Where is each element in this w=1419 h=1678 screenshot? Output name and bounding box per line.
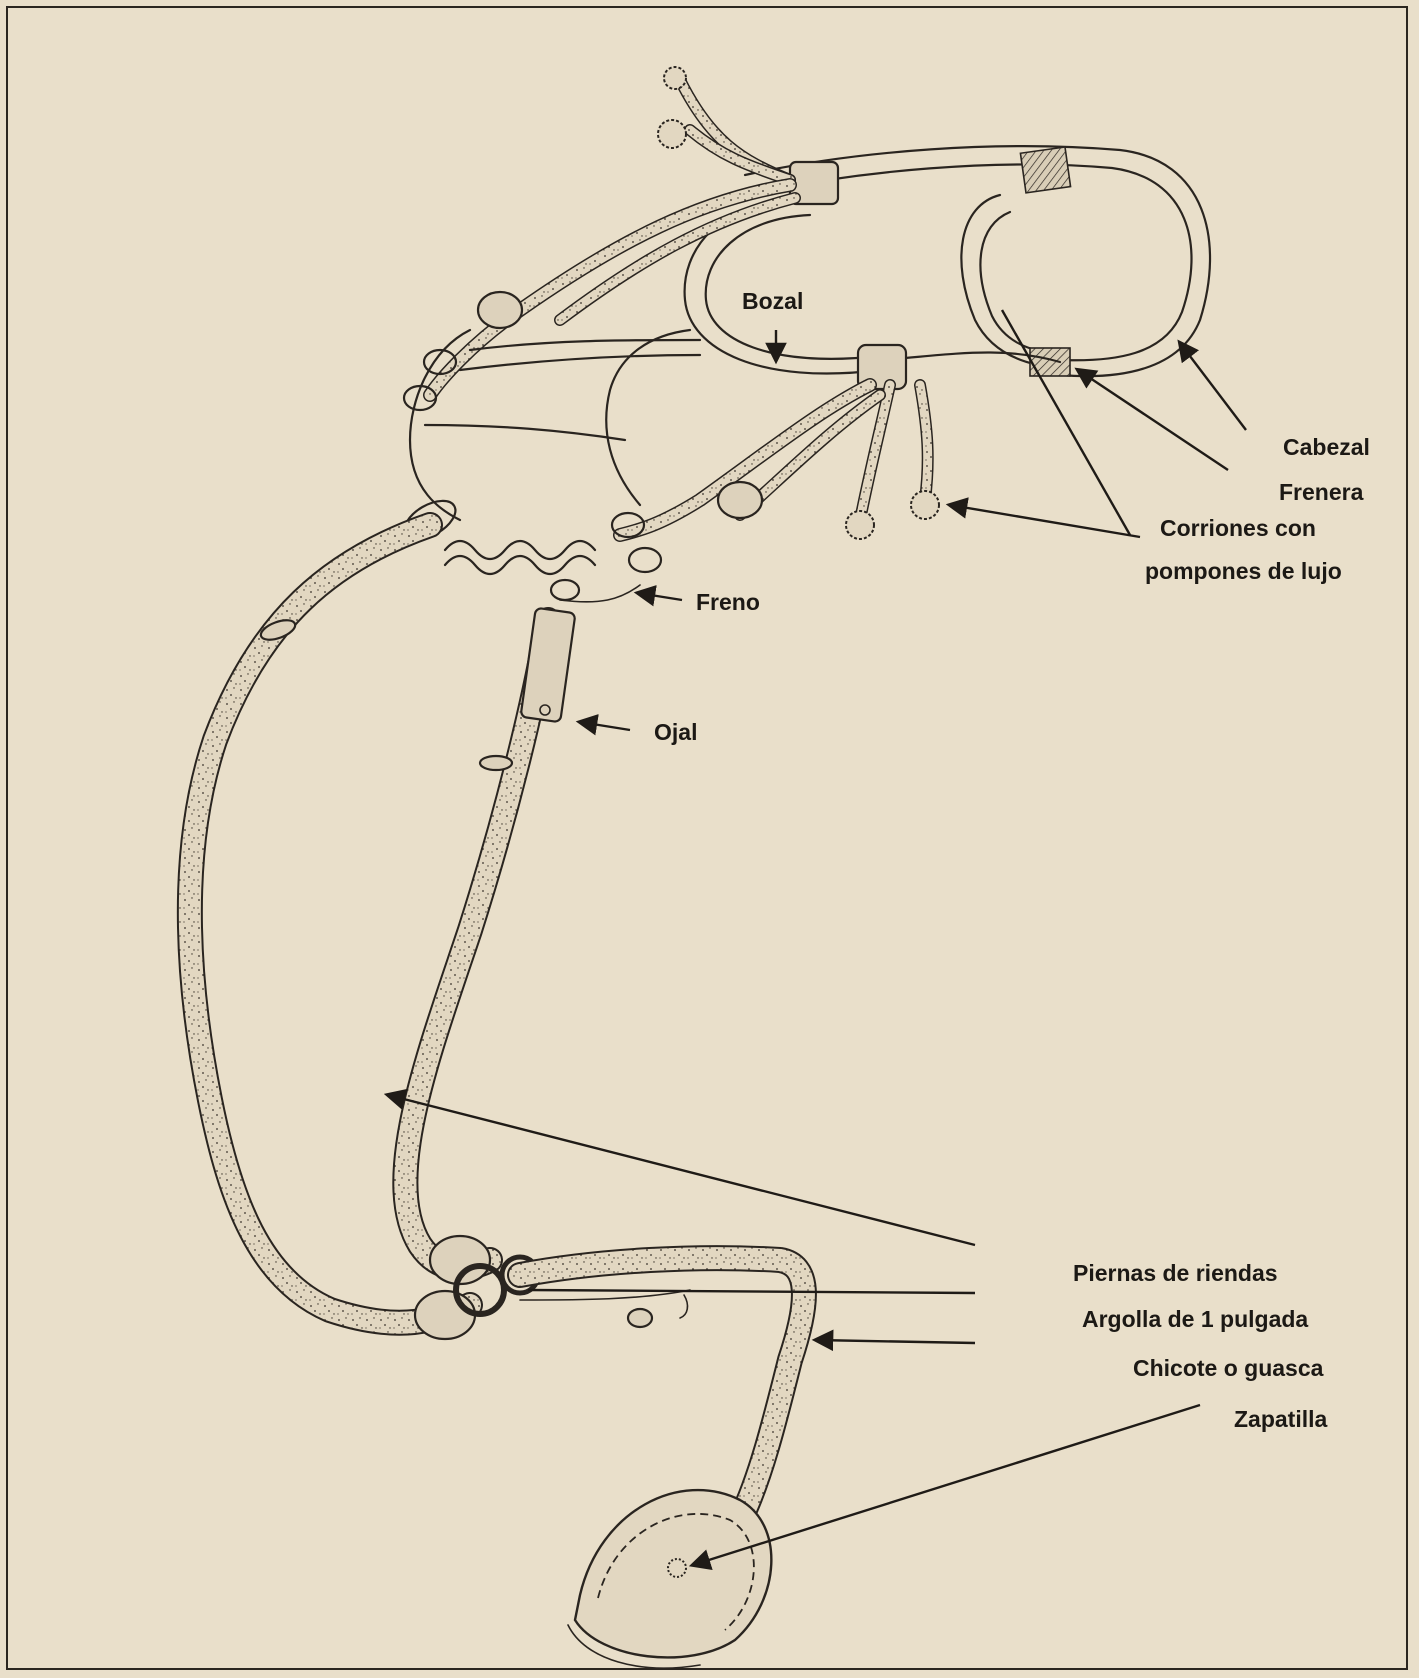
label-argolla: Argolla de 1 pulgada bbox=[1082, 1308, 1308, 1331]
label-ojal: Ojal bbox=[654, 721, 697, 744]
label-chicote: Chicote o guasca bbox=[1133, 1357, 1323, 1380]
pointer-cabezal bbox=[1180, 343, 1246, 430]
pointer-argolla bbox=[528, 1290, 975, 1293]
pointer-corriones bbox=[950, 505, 1140, 537]
label-bozal: Bozal bbox=[742, 290, 803, 313]
label-zapatilla: Zapatilla bbox=[1234, 1408, 1327, 1431]
pointer-chicote bbox=[816, 1340, 975, 1343]
pointer-frenera-inner bbox=[1002, 310, 1130, 535]
label-corriones-line1: Corriones con bbox=[1160, 517, 1316, 540]
cabezal-wrap bbox=[1020, 147, 1070, 193]
pointer-ojal bbox=[580, 722, 630, 730]
corriones-top bbox=[658, 67, 790, 180]
piernas-de-riendas bbox=[190, 525, 576, 1323]
label-piernas: Piernas de riendas bbox=[1073, 1262, 1278, 1285]
rein-binding bbox=[415, 1291, 475, 1339]
rein-binding bbox=[480, 756, 512, 770]
zapatilla bbox=[568, 1490, 771, 1668]
pointer-piernas bbox=[388, 1095, 975, 1245]
label-freno: Freno bbox=[696, 591, 760, 614]
cheek-straps bbox=[430, 185, 880, 535]
pointer-freno bbox=[638, 593, 682, 600]
strap-keeper bbox=[478, 292, 522, 328]
pompon-icon bbox=[911, 491, 939, 519]
pointer-lines bbox=[388, 310, 1246, 1565]
label-cabezal: Cabezal bbox=[1283, 436, 1370, 459]
pompon-icon bbox=[664, 67, 686, 89]
chicote-guasca bbox=[520, 1258, 804, 1520]
pompon-icon bbox=[658, 120, 686, 148]
pompon-icon bbox=[846, 511, 874, 539]
label-frenera: Frenera bbox=[1279, 481, 1363, 504]
strap-keeper bbox=[718, 482, 762, 518]
pointer-frenera bbox=[1078, 370, 1228, 470]
label-corriones-line2: pompones de lujo bbox=[1145, 560, 1342, 583]
